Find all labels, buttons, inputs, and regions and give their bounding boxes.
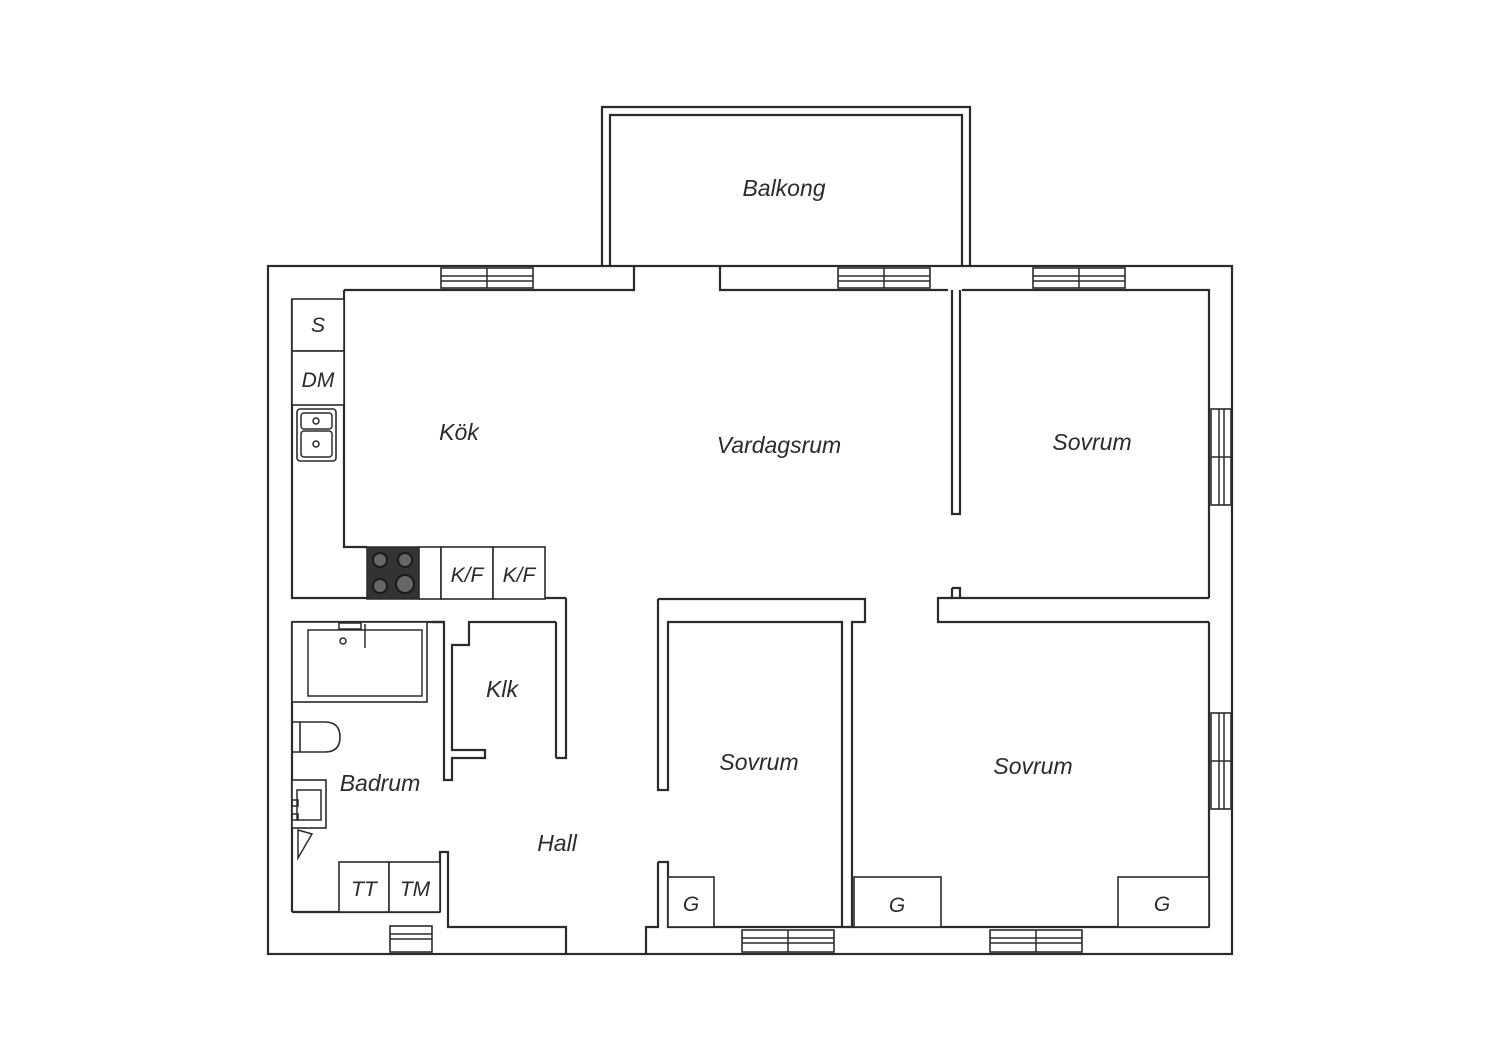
kitchen-fixtures (291, 298, 546, 600)
room-label-kok: Kök (439, 419, 480, 445)
interior-walls (292, 290, 1209, 954)
room-label-sovrum-right: Sovrum (993, 753, 1072, 779)
fixture-label-g-2: G (889, 894, 905, 917)
fixture-label-g-3: G (1154, 893, 1170, 916)
room-label-balkong: Balkong (742, 175, 825, 201)
room-label-klk: Klk (486, 676, 519, 702)
room-label-hall: Hall (537, 830, 578, 856)
fixture-label-g-1: G (683, 893, 699, 916)
fixture-label-tm: TM (400, 878, 431, 901)
wardrobes (667, 876, 1210, 928)
fixture-label-kf-2: K/F (503, 564, 537, 587)
windows (389, 267, 1232, 953)
fixture-label-s: S (311, 314, 325, 337)
room-label-sovrum-middle: Sovrum (719, 749, 798, 775)
fixture-label-tt: TT (351, 878, 379, 901)
balcony (600, 105, 972, 266)
fixture-label-kf-1: K/F (451, 564, 485, 587)
room-label-vardagsrum: Vardagsrum (717, 432, 841, 458)
room-label-badrum: Badrum (340, 770, 421, 796)
fixture-label-dm: DM (302, 369, 335, 392)
room-label-sovrum-top: Sovrum (1052, 429, 1131, 455)
bathroom-fixtures (291, 621, 441, 913)
outer-walls (266, 264, 1234, 956)
